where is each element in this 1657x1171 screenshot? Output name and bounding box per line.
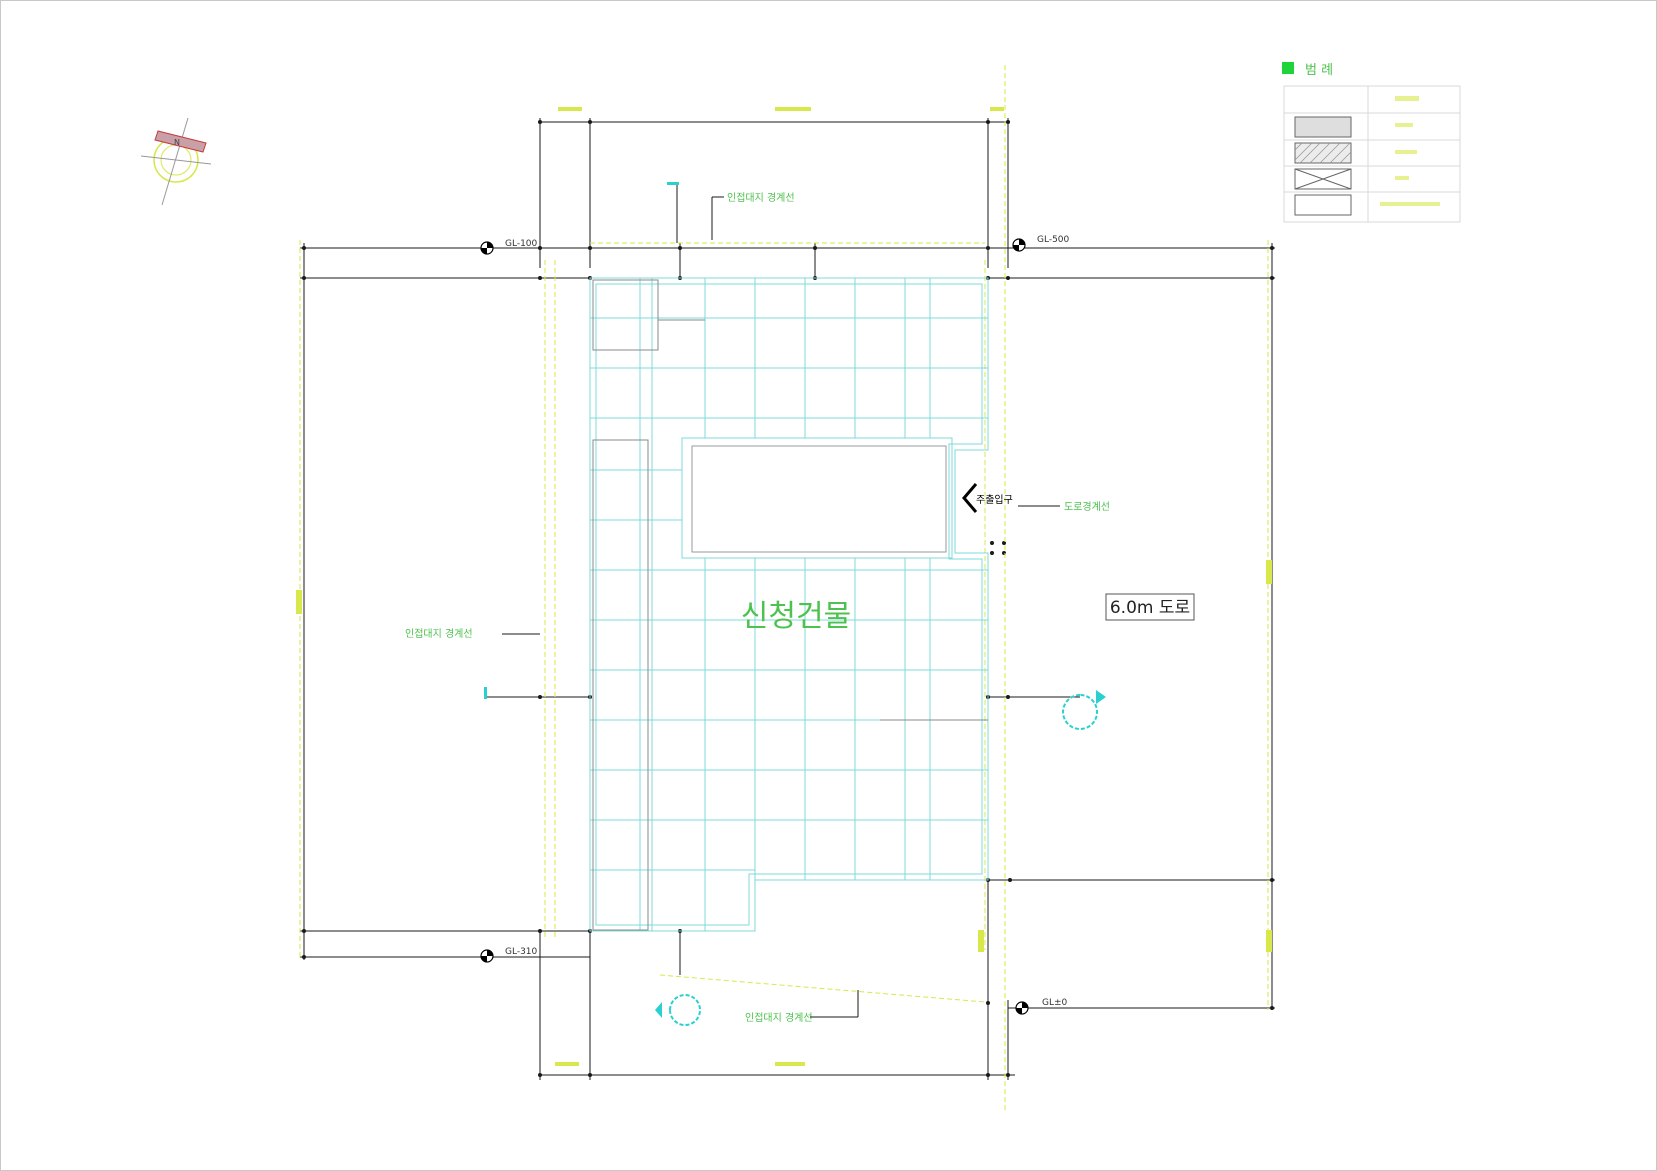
compass-icon: N [140,117,212,206]
building-structure [589,277,989,932]
dimension-ticks [302,120,1274,1077]
legend-swatch-hatched [1294,142,1352,164]
yellow-dimension-marks [296,107,1272,1066]
legend-title-icon [1282,62,1294,74]
level-mark-gl-500: GL-500 [1037,235,1070,245]
boundary-label-east: 도로경계선 [1064,500,1110,513]
boundary-label-south: 인접대지 경계선 [745,1011,813,1024]
level-mark-gl-0: GL±0 [1042,998,1068,1008]
svg-text:N: N [174,138,180,147]
level-mark-gl-100: GL-100 [505,239,538,249]
yellow-dimension-strips [299,65,1269,1110]
legend-swatch-cross [1294,168,1352,190]
boundary-label-north: 인접대지 경계선 [727,191,795,204]
section-marker-icon [484,182,1106,1026]
level-mark-gl-310: GL-310 [505,947,538,957]
elevation-marker-icon [480,238,1029,1015]
legend-swatch-empty [1294,194,1352,216]
main-entrance-label: 주출입구 [976,493,1013,506]
dimension-lines [300,118,1275,1080]
legend: 범 례 [1282,62,1461,223]
building-title: 신청건물 [741,599,851,634]
boundary-label-west: 인접대지 경계선 [405,627,473,640]
legend-swatch-solid [1294,116,1352,138]
building-partitions [592,279,988,931]
boundary-annotations: 인접대지 경계선 인접대지 경계선 도로경계선 인접대지 경계선 [405,191,1110,1024]
road-label-box [1105,593,1195,621]
road-label: 6.0m 도로 [1110,598,1190,618]
entrance-arrow-icon [962,483,978,513]
legend-title: 범 례 [1305,63,1333,78]
